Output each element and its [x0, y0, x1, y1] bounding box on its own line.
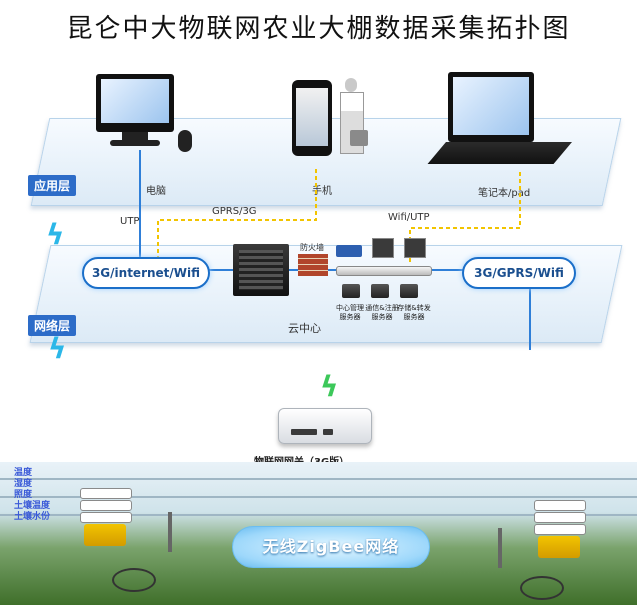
server-caption: 通信&注册 服务器	[365, 304, 399, 322]
server-caption: 中心管理 服务器	[333, 304, 367, 322]
monitor-screen	[101, 79, 169, 123]
sensor-probe-icon	[168, 512, 172, 552]
phone-gprs-line	[157, 168, 317, 260]
mouse-icon	[178, 130, 192, 152]
device-label-pc: 电脑	[146, 186, 166, 197]
link-label-wifi-utp: Wifi/UTP	[388, 212, 430, 223]
sensor-disc	[534, 524, 586, 535]
person-head	[345, 78, 357, 92]
sensor-disc	[534, 512, 586, 523]
desktop-pc	[92, 74, 192, 154]
greenhouse-rail	[0, 478, 637, 480]
server-caption-line2: 服务器	[371, 313, 393, 321]
greenhouse-rail	[0, 514, 637, 516]
workstation-icon	[372, 238, 394, 258]
sensor-param: 土壤温度	[14, 501, 51, 511]
monitor-stand	[122, 132, 148, 142]
server-caption-line1: 中心管理	[336, 304, 364, 312]
cable-coil-icon	[112, 568, 156, 592]
server-icon	[400, 284, 418, 298]
sensor-box	[538, 536, 580, 558]
link-label-utp: UTP	[120, 216, 140, 227]
server-icon	[371, 284, 389, 298]
device-label-laptop: 笔记本/pad	[478, 188, 531, 199]
application-layer-tag: 应用层	[28, 175, 77, 196]
gateway-port	[291, 429, 317, 435]
workstation-icon	[404, 238, 426, 258]
server-caption-line1: 存储&转发	[397, 304, 431, 312]
gateway-device	[278, 408, 372, 444]
weather-sensor-left	[80, 488, 132, 558]
zigbee-network-cloud: 无线ZigBee网络	[232, 526, 430, 568]
phone-screen	[296, 88, 328, 146]
server-caption-line1: 通信&注册	[365, 304, 399, 312]
monitor-base	[110, 140, 160, 146]
sensor-param: 土壤水份	[14, 512, 51, 522]
wireless-bolt-icon: ϟ	[48, 332, 67, 365]
laptop-screen-frame	[448, 72, 534, 142]
sensor-disc	[534, 500, 586, 511]
sensor-param: 湿度	[14, 479, 33, 489]
wireless-bolt-icon: ϟ	[320, 370, 339, 403]
greenhouse-rail	[0, 496, 637, 498]
monitor-icon	[96, 74, 174, 132]
datacenter-label: 云中心	[288, 322, 321, 335]
briefcase-icon	[350, 130, 368, 146]
laptop-screen	[453, 77, 529, 135]
server-caption-line2: 服务器	[403, 313, 425, 321]
sensor-disc	[80, 512, 132, 523]
businessman-figure	[336, 78, 368, 154]
hub-bar	[336, 266, 432, 276]
server-caption-line2: 服务器	[339, 313, 361, 321]
server-rack-slots	[239, 250, 283, 290]
sensor-param: 温度	[14, 468, 33, 478]
smartphone	[292, 80, 332, 156]
sensor-param: 照度	[14, 490, 33, 500]
cable-coil-icon	[520, 576, 564, 600]
gateway-port	[323, 429, 333, 435]
link-label-gprs: GPRS/3G	[212, 206, 257, 217]
cloud-left: 3G/internet/Wifi	[82, 257, 210, 289]
network-layer-tag: 网络层	[28, 315, 77, 336]
sensor-disc	[80, 488, 132, 499]
laptop	[427, 72, 576, 168]
sensor-param-list: 温度 湿度 照度 土壤温度 土壤水份	[14, 468, 50, 523]
wireless-bolt-icon: ϟ	[46, 218, 65, 251]
device-label-phone: 手机	[312, 186, 332, 197]
sensor-probe-icon	[498, 528, 502, 568]
firewall-label: 防火墙	[300, 243, 324, 252]
switch-icon	[336, 245, 362, 257]
sensor-box	[84, 524, 126, 546]
page-title: 昆仑中大物联网农业大棚数据采集拓扑图	[66, 14, 571, 44]
server-caption: 存储&转发 服务器	[397, 304, 431, 322]
sensor-disc	[80, 500, 132, 511]
cloud-right: 3G/GPRS/Wifi	[462, 257, 576, 289]
weather-sensor-right	[534, 500, 586, 570]
server-icon	[342, 284, 360, 298]
firewall-icon	[298, 254, 328, 276]
server-rack-icon	[233, 244, 289, 296]
